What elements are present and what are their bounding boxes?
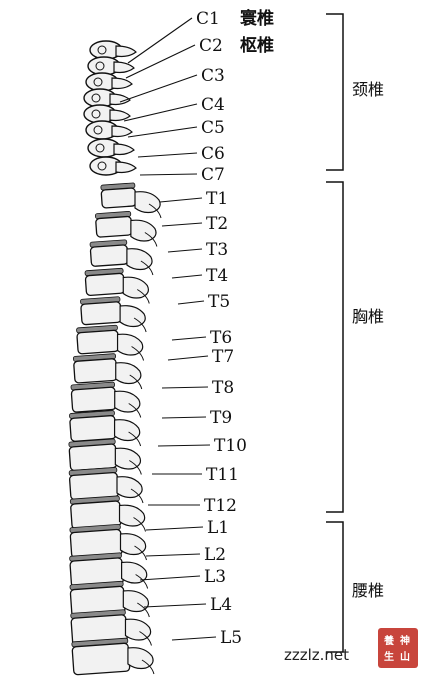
vertebra-label-l3: L3 [204,567,226,587]
region-label-1: 颈椎 [352,80,384,99]
vertebra-shape-c6 [85,120,133,140]
vertebra-shape-t11 [68,467,144,504]
vertebra-shape-l2 [69,552,149,589]
vertebra-label-t1: T1 [206,189,228,209]
vertebra-label-t8: T8 [212,378,234,398]
label-leader-lines [119,17,217,641]
vertebra-label-l2: L2 [204,545,226,565]
vertebra-shape-l4 [70,609,152,647]
vertebra-shape-c7 [89,156,137,176]
vertebra-label-c7: C7 [201,165,225,185]
seal-char-1: 養 [383,634,394,647]
vertebra-shape-c2 [87,56,135,76]
leader-line-t6 [171,336,207,341]
leader-line-t9 [161,416,207,419]
vertebra-shape-l3 [69,580,150,618]
leader-line-c5 [127,126,198,138]
vertebra-shape-c1 [89,40,137,60]
vertebra-shape-t9 [69,410,142,447]
vertebra-name-c2: 枢椎 [240,35,274,56]
vertebra-label-c4: C4 [201,95,225,115]
leader-line-c3 [119,74,198,103]
leader-line-c1 [127,17,193,64]
seal-char-3: 生 [384,650,394,663]
vertebra-label-c3: C3 [201,66,225,86]
extras: zzzlz.net 養 神 生 山 [284,628,418,668]
leader-line-l2 [145,553,201,557]
vertebra-labels: C1 寰椎 C2 枢椎 C3C4C5C6C7T1T2T3T4T5T6T7T8T9T10T… [196,8,274,648]
vertebra-shape-t5 [80,296,147,333]
vertebra-label-t6: T6 [210,328,232,348]
vertebra-shape-t2 [94,211,158,247]
vertebra-label-t9: T9 [210,408,232,428]
vertebra-shape-t1 [100,182,162,219]
leader-line-t3 [167,248,203,253]
vertebra-shape-t4 [84,267,150,304]
leader-line-l3 [139,575,201,581]
leader-line-c2 [125,44,196,79]
vertebra-shape-t7 [72,353,143,390]
seal-stamp: 養 神 生 山 [378,628,418,668]
vertebra-shape-t8 [70,381,142,418]
vertebra-shape-l1 [69,523,147,561]
leader-line-c7 [139,173,198,176]
leader-line-t10 [157,444,211,447]
seal-char-2: 神 [400,634,410,647]
vertebra-shape-c4 [83,88,131,108]
vertebra-name-c1: 寰椎 [239,8,274,29]
region-label-2: 胸椎 [352,307,384,326]
vertebra-shape-c5 [83,104,131,124]
vertebra-label-t4: T4 [206,266,228,286]
vertebra-shape-c3 [85,72,133,92]
leader-line-t7 [167,355,209,361]
leader-line-t2 [161,222,203,227]
leader-line-t4 [171,274,203,279]
vertebra-label-c2: C2 [199,36,223,56]
vertebra-label-l1: L1 [207,518,229,538]
leader-line-t1 [159,197,203,203]
vertebra-label-t7: T7 [212,347,234,367]
vertebra-label-t2: T2 [206,214,228,234]
bracket-2 [326,181,344,513]
leader-line-l4 [143,603,207,608]
region-label-3: 腰椎 [352,581,384,600]
vertebra-label-c6: C6 [201,144,225,164]
seal-char-4: 山 [400,650,410,663]
leader-line-l5 [171,636,217,641]
vertebra-shape-l5 [71,637,155,676]
vertebra-label-l5: L5 [220,628,242,648]
leader-line-c6 [137,152,198,158]
vertebra-label-t5: T5 [208,292,230,312]
vertebra-label-c1: C1 [196,9,220,29]
vertebra-shape-c7 [87,138,135,158]
watermark-text: zzzlz.net [284,646,349,664]
vertebra-label-l4: L4 [210,595,232,615]
leader-line-l1 [145,526,204,531]
vertebra-label-t3: T3 [206,240,228,260]
vertebra-shape-t3 [89,239,154,276]
vertebra-shape-t10 [68,438,142,475]
spine-column [68,40,162,676]
vertebra-shape-t6 [76,324,145,361]
leader-line-t8 [161,386,209,389]
bracket-1 [326,13,344,171]
vertebra-shape-t12 [69,495,146,532]
vertebra-label-t10: T10 [214,436,247,456]
bracket-3 [326,521,344,653]
vertebra-label-t12: T12 [204,496,237,516]
vertebra-label-c5: C5 [201,118,225,138]
leader-line-t5 [177,300,205,305]
leader-line-c4 [123,103,198,122]
vertebra-label-t11: T11 [206,465,239,485]
